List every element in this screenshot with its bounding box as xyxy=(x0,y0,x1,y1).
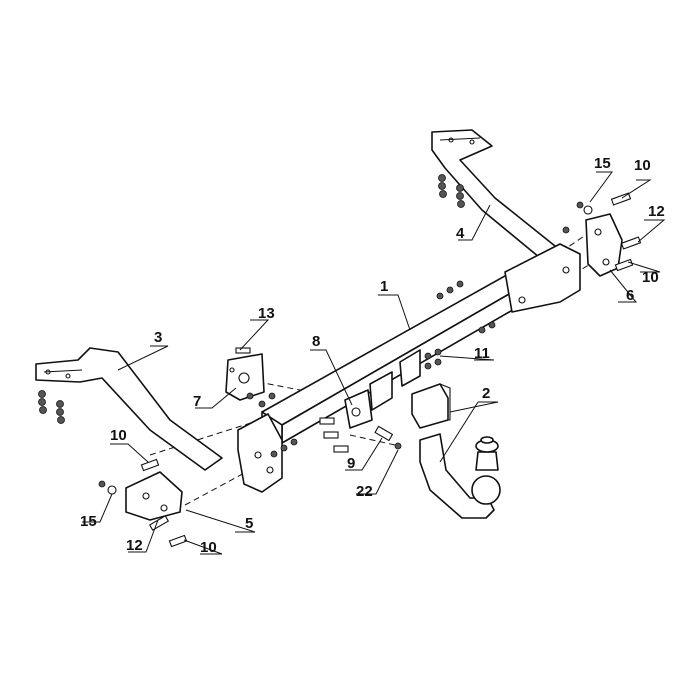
label-part-10a: 10 xyxy=(110,427,127,444)
leader-lines xyxy=(82,171,666,555)
label-part-4: 4 xyxy=(456,225,465,242)
label-part-1: 1 xyxy=(380,278,388,295)
label-part-12b: 12 xyxy=(648,203,665,220)
label-part-22: 22 xyxy=(356,483,373,500)
label-part-5: 5 xyxy=(245,515,253,532)
label-part-9: 9 xyxy=(347,455,355,472)
label-part-13: 13 xyxy=(258,305,275,322)
label-part-10c: 10 xyxy=(642,269,659,286)
label-part-11: 11 xyxy=(474,345,490,362)
label-part-2: 2 xyxy=(482,385,490,402)
label-part-3: 3 xyxy=(154,329,162,346)
label-part-7: 7 xyxy=(193,393,201,410)
socket-plate xyxy=(344,349,421,429)
label-part-10b: 10 xyxy=(634,157,651,174)
label-part-8: 8 xyxy=(312,333,320,350)
label-part-10d: 10 xyxy=(200,539,217,556)
label-part-6: 6 xyxy=(626,287,634,304)
right-side-arm xyxy=(431,129,561,263)
nut-stack-left xyxy=(38,390,65,424)
left-mounting-plate xyxy=(125,471,183,521)
bracket-7 xyxy=(225,353,265,401)
fasteners xyxy=(98,192,642,548)
label-part-15b: 15 xyxy=(80,513,97,530)
tow-ball-assembly xyxy=(411,383,501,519)
left-side-arm xyxy=(35,347,223,471)
part-labels: 1 2 3 4 5 6 7 8 9 10 10 10 10 11 12 12 1… xyxy=(80,155,665,556)
nut-stack-right xyxy=(438,174,465,208)
label-part-15a: 15 xyxy=(594,155,611,172)
label-part-12a: 12 xyxy=(126,537,143,554)
